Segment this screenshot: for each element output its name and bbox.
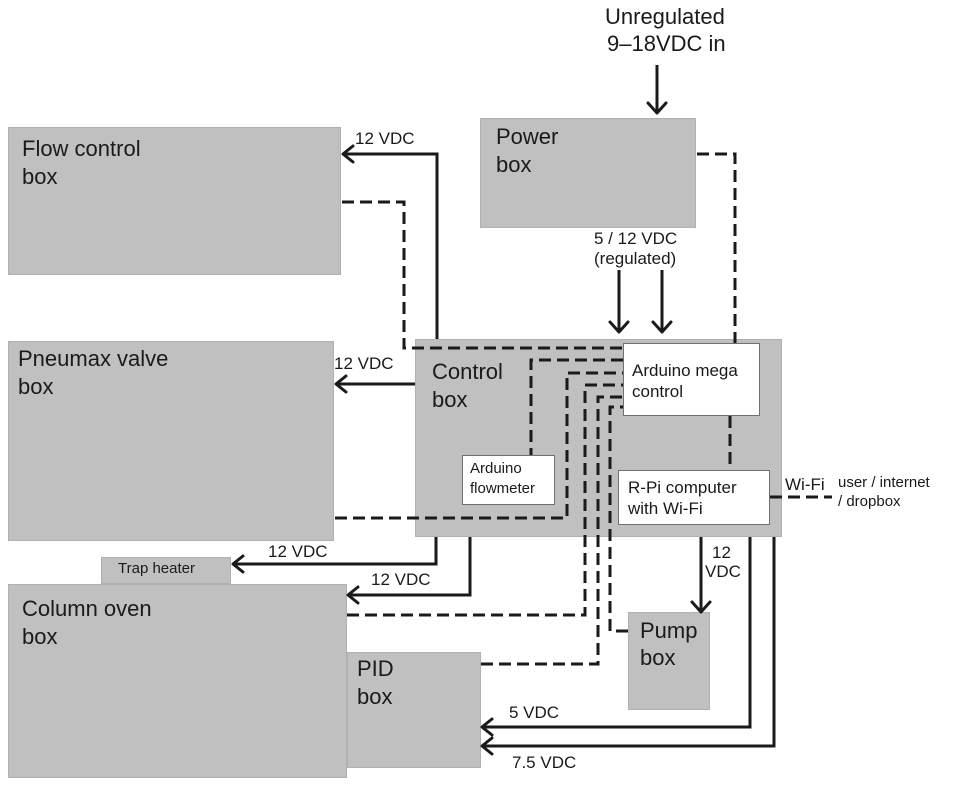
arrow-head-icon (608, 320, 630, 334)
pneumax-signal (335, 371, 623, 520)
pid-7-5v-wire (482, 537, 776, 748)
pneumax-valve-box (8, 341, 334, 541)
column-oven-title-line2: box (22, 624, 58, 649)
power-title-line2: box (496, 152, 532, 177)
pid-title-line1: PID (357, 656, 394, 681)
pump-title-line2: box (640, 645, 676, 670)
arduino-mega-control-box (623, 343, 760, 416)
pid-box (347, 652, 481, 768)
column-oven-signal (347, 383, 623, 617)
flow-control-signal (342, 200, 623, 350)
arrow-head-icon (341, 144, 355, 164)
pid-title-line2: box (357, 684, 393, 709)
arduino-mega-label-line1: Arduino mega (632, 361, 738, 380)
pump-box (628, 612, 710, 710)
pid-signal (481, 395, 623, 666)
power-control-signal (697, 152, 737, 343)
flow-control-title-line1: Flow control (22, 136, 141, 161)
pump-signal (608, 405, 628, 633)
pneumax-title-line2: box (18, 374, 54, 399)
regulated-label-line2: (regulated) (594, 249, 677, 268)
flow-control-title-line2: box (22, 164, 58, 189)
pump-12v-label-line1: 12 (712, 543, 731, 562)
trap-heater-12v-label: 12 VDC (268, 542, 328, 561)
rpi-label-line1: R-Pi computer (628, 478, 737, 497)
pid-5v-label: 5 VDC (509, 703, 560, 722)
arrow-head-icon (690, 600, 712, 614)
pneumax-title-line1: Pneumax valve (18, 346, 169, 371)
arrow-head-icon (231, 554, 245, 574)
arrow-head-icon (480, 736, 494, 756)
arrow-head-icon (334, 374, 348, 394)
trap-heater-12v-wire (233, 537, 438, 566)
arduino-flowmeter-label-line2: flowmeter (470, 480, 536, 497)
arrow-head-icon (651, 320, 673, 334)
power-title-line1: Power (496, 124, 559, 149)
column-oven-12v-wire (348, 537, 472, 597)
control-title-line2: box (432, 387, 468, 412)
column-oven-box (8, 584, 347, 778)
wifi-label: Wi-Fi (785, 475, 825, 494)
arduino-flowmeter-label-line1: Arduino (470, 460, 522, 477)
arrow-head-icon (480, 717, 494, 737)
input-label-line1: Unregulated (605, 4, 725, 29)
rpi-label-line2: with Wi-Fi (628, 499, 703, 518)
pump-12v-label-line2: VDC (705, 562, 741, 581)
flow-control-box (8, 127, 341, 275)
trap-heater-label: Trap heater (118, 560, 195, 577)
pneumax-12v-label: 12 VDC (334, 354, 394, 373)
arrow-head-icon (346, 585, 360, 605)
arduino-flowmeter-box (462, 455, 555, 505)
pid-7-5v-label: 7.5 VDC (512, 753, 577, 772)
trap-heater-box (101, 557, 231, 584)
rpi-computer-box (618, 470, 770, 525)
column-oven-12v-label: 12 VDC (371, 570, 431, 589)
arduino-mega-label-line2: control (632, 382, 684, 401)
flowmeter-signal (529, 358, 623, 455)
external-label-line1: user / internet (838, 474, 930, 491)
arrow-head-icon (646, 101, 668, 115)
external-label-line2: / dropbox (838, 493, 901, 510)
power-box (480, 118, 696, 228)
control-title-line1: Control (432, 359, 503, 384)
input-label-line2: 9–18VDC in (607, 31, 726, 56)
flow-control-12v-wire (343, 152, 439, 339)
flow-control-12v-label: 12 VDC (355, 129, 415, 148)
column-oven-title-line1: Column oven (22, 596, 152, 621)
pump-title-line1: Pump (640, 618, 698, 643)
regulated-label-line1: 5 / 12 VDC (594, 229, 678, 248)
pid-5v-wire (482, 537, 752, 729)
